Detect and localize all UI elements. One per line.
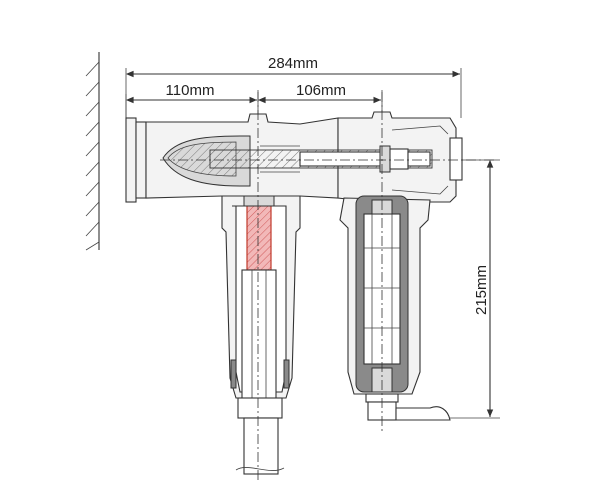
dimension-label-height: 215mm — [473, 265, 490, 315]
dimension-sub-spans: 110mm 106mm — [125, 82, 383, 118]
dimension-label-right: 106mm — [296, 82, 346, 99]
wall — [85, 52, 100, 251]
dimension-label-left: 110mm — [166, 82, 215, 99]
dimension-label-total: 284mm — [268, 55, 318, 72]
right-leg — [339, 195, 451, 421]
centerlines — [160, 92, 496, 480]
through-bolt — [209, 145, 433, 173]
dimension-total-width: 284mm — [125, 55, 462, 118]
wall-flange — [125, 117, 147, 203]
left-leg — [221, 195, 301, 475]
conductor-lug — [246, 201, 272, 271]
